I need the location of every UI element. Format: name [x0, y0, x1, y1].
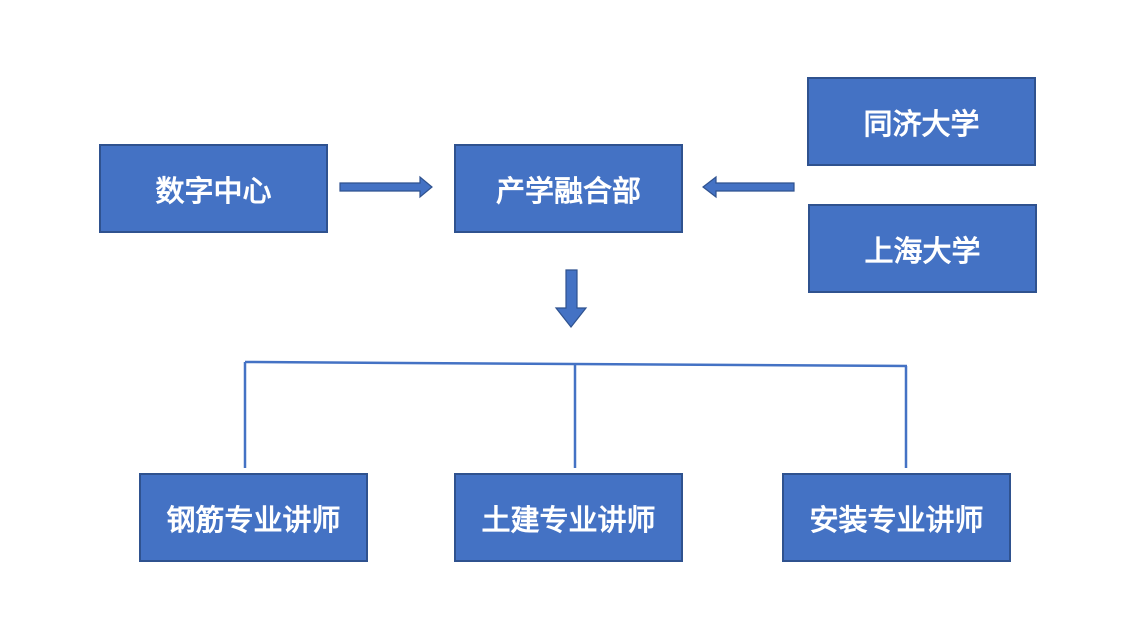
- node-rebar-lecturer: 钢筋专业讲师: [139, 473, 368, 562]
- node-industry-dept: 产学融合部: [454, 144, 683, 233]
- arrow-down: [554, 269, 588, 328]
- arrow-right: [339, 175, 433, 199]
- node-shanghai-university: 上海大学: [808, 204, 1037, 293]
- node-tongji-university: 同济大学: [807, 77, 1036, 166]
- node-install-lecturer: 安装专业讲师: [782, 473, 1011, 562]
- node-digital-center: 数字中心: [99, 144, 328, 233]
- node-civil-lecturer: 土建专业讲师: [454, 473, 683, 562]
- arrow-left: [702, 175, 795, 199]
